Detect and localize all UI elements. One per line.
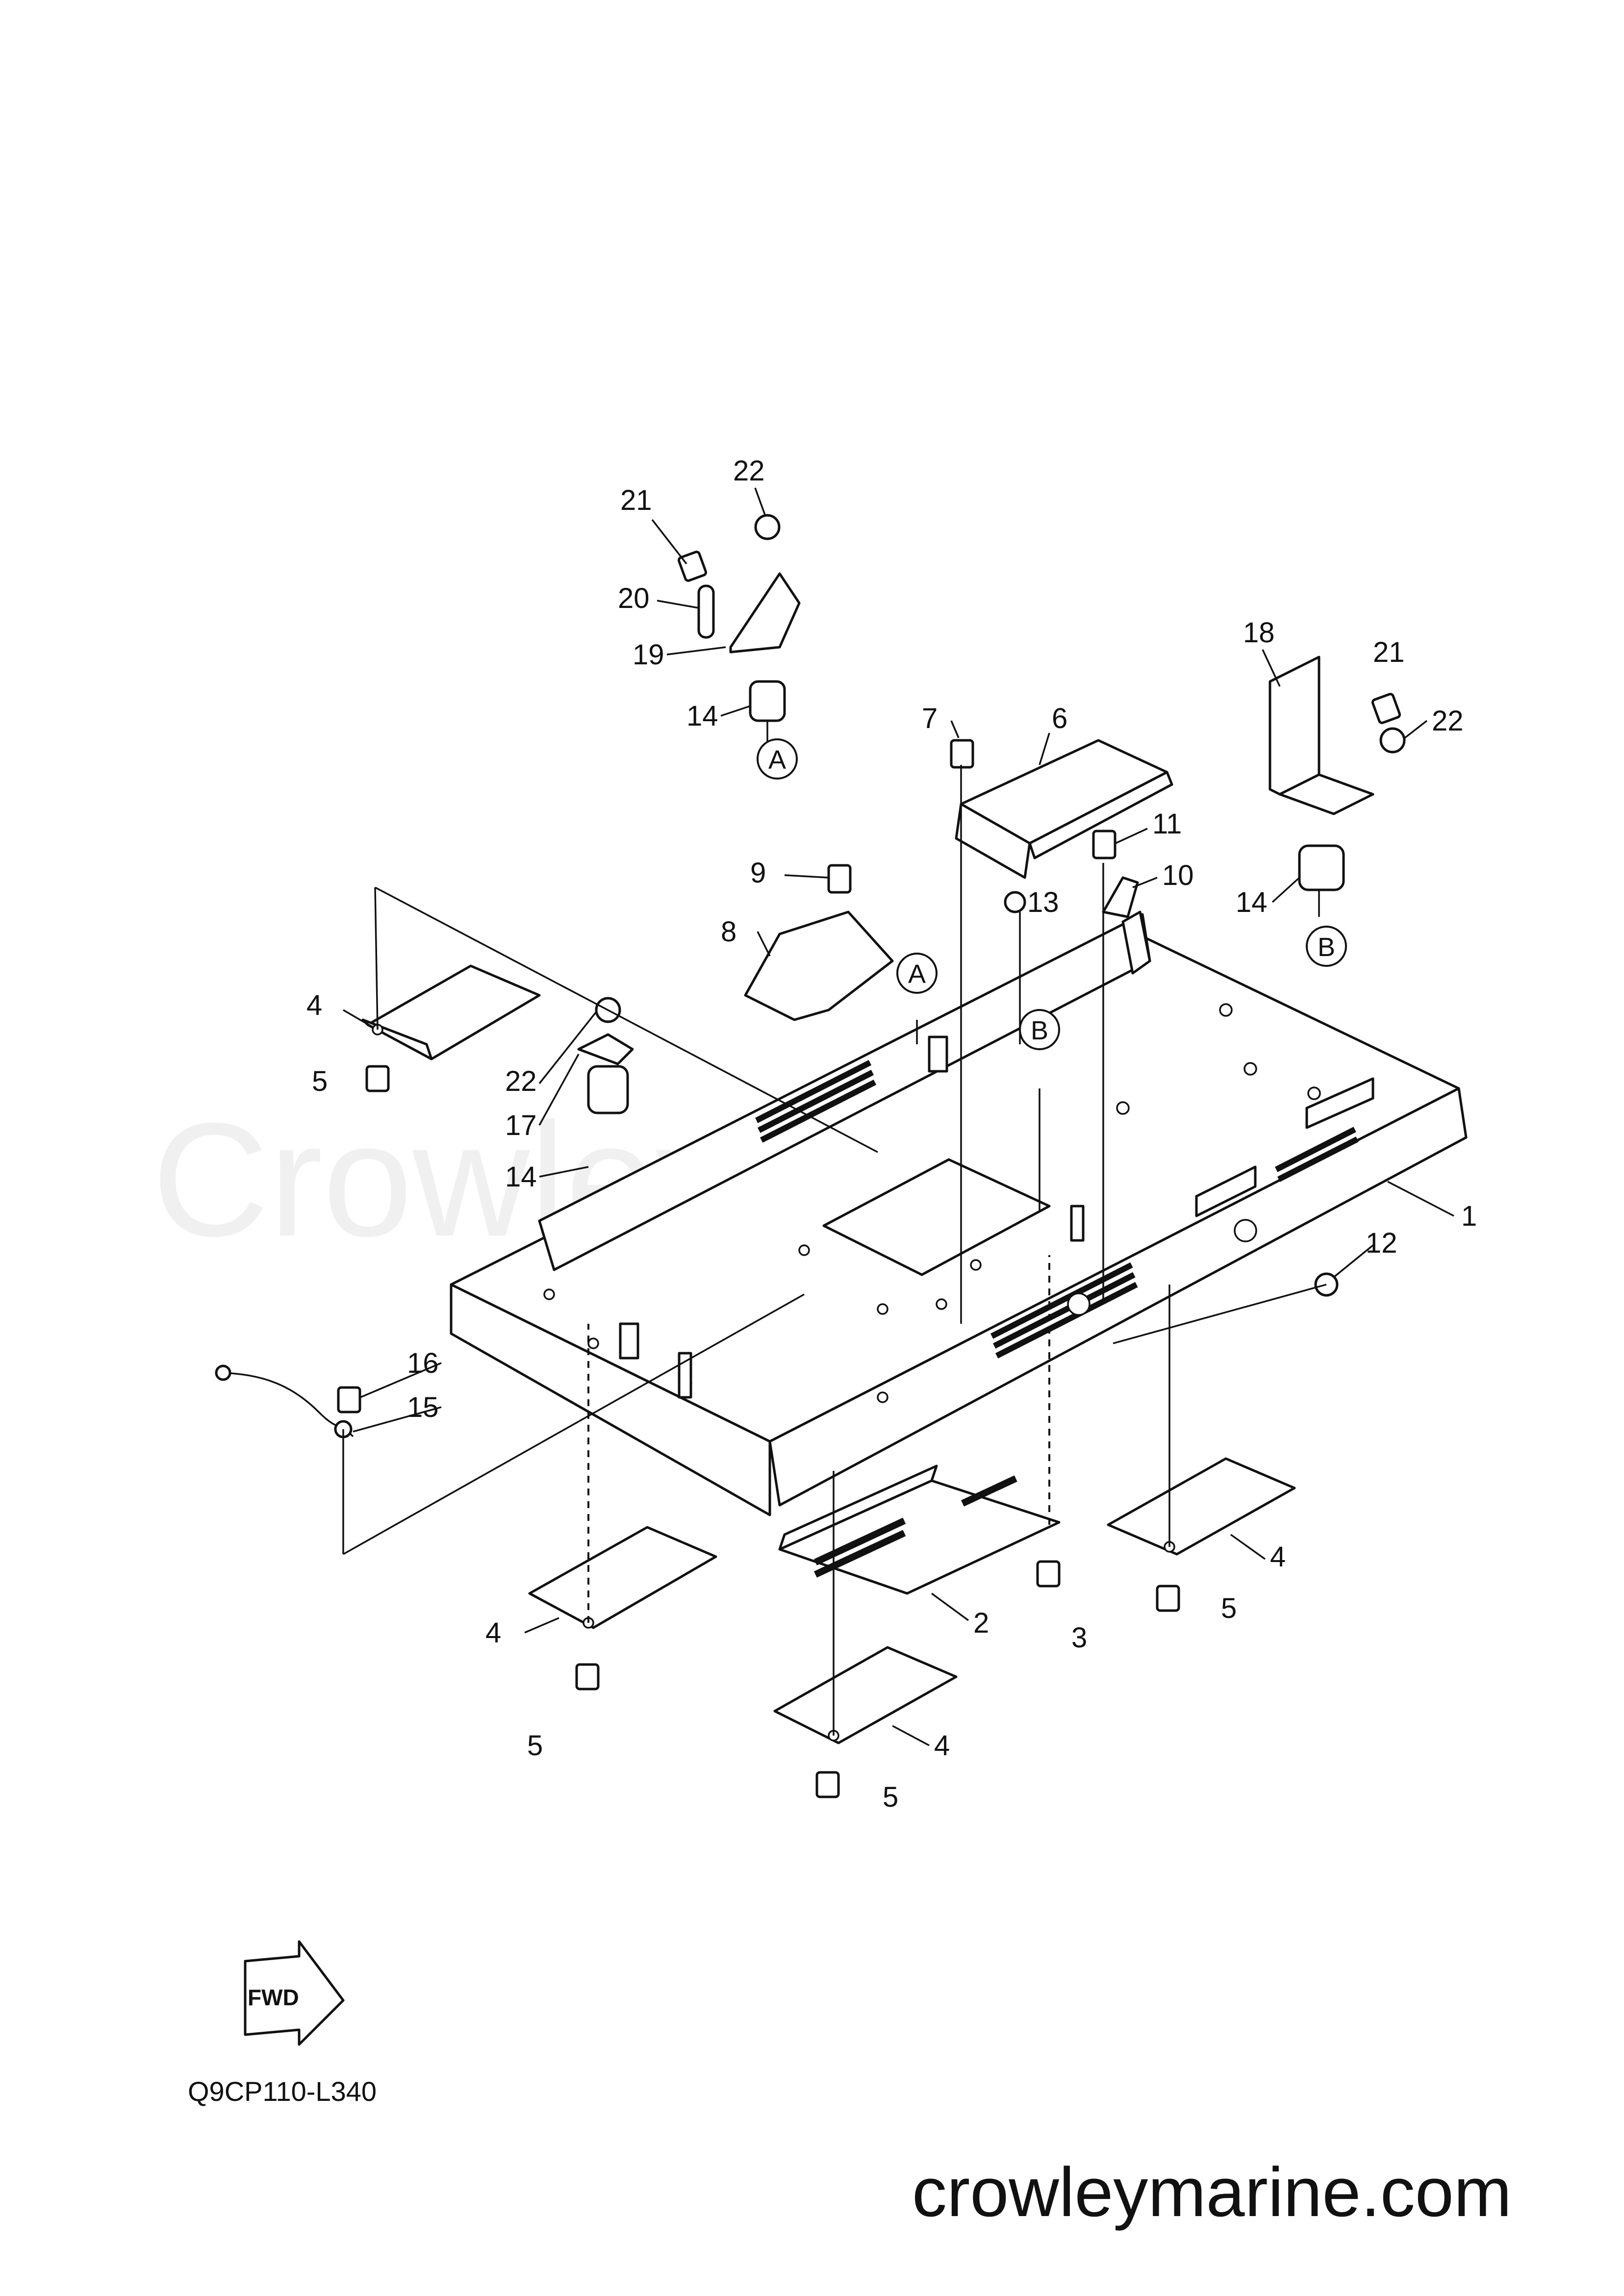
callout-4a: 4 — [306, 989, 322, 1021]
callout-21a: 21 — [620, 484, 652, 516]
part-6-cover — [955, 739, 1173, 879]
callout-17: 17 — [505, 1110, 537, 1141]
callout-20: 20 — [618, 582, 650, 614]
callout-14b: 14 — [1236, 886, 1268, 918]
vent-slots — [755, 1060, 1359, 1359]
ref-marker-a-top: A — [757, 738, 798, 780]
part-4-plate-c — [773, 1646, 958, 1744]
part-4-plate-d — [1107, 1457, 1296, 1556]
callout-22c: 22 — [505, 1065, 537, 1097]
part-4-plate-a — [361, 964, 541, 1060]
part-4-plate-b — [528, 1526, 717, 1629]
callout-6: 6 — [1052, 703, 1067, 734]
ground-wire — [215, 1364, 354, 1438]
ref-marker-b-frame: B — [1019, 1009, 1060, 1050]
part-8-plate — [744, 910, 894, 1021]
fwd-label: FWD — [248, 1985, 299, 2010]
callout-3: 3 — [1071, 1622, 1087, 1654]
svg-text:A: A — [768, 745, 786, 775]
callout-22a: 22 — [733, 455, 765, 487]
callout-5c: 5 — [883, 1781, 898, 1813]
callout-7: 7 — [922, 703, 938, 734]
callout-5b: 5 — [527, 1730, 543, 1762]
site-url: crowleymarine.com — [912, 2153, 1512, 2231]
ref-marker-a-frame: A — [896, 953, 938, 994]
ref-marker-b-top: B — [1306, 926, 1347, 967]
callout-14a: 14 — [686, 700, 718, 732]
mount-a-assembly — [697, 514, 801, 722]
svg-text:B: B — [1031, 1016, 1048, 1045]
callout-9: 9 — [750, 857, 766, 889]
callout-14c: 14 — [505, 1161, 537, 1193]
callout-21b: 21 — [1373, 636, 1405, 668]
mount-b-assembly — [1269, 656, 1406, 891]
svg-text:B: B — [1318, 933, 1335, 962]
callout-4c: 4 — [934, 1730, 950, 1762]
callout-13: 13 — [1027, 886, 1059, 918]
callout-8: 8 — [721, 916, 736, 948]
callout-leaders — [343, 487, 1454, 1746]
leader-lines — [342, 721, 1327, 1736]
callout-16: 16 — [407, 1347, 439, 1379]
part-2-plate — [778, 1464, 1061, 1595]
callout-22b: 22 — [1432, 705, 1464, 737]
callout-19: 19 — [633, 639, 664, 671]
base-frame — [450, 910, 1468, 1516]
callouts: 1 2 3 4 4 4 4 5 5 5 5 6 7 8 9 10 11 12 1… — [306, 455, 1477, 1813]
drawing-code: Q9CP110-L340 — [188, 2076, 377, 2107]
svg-text:A: A — [908, 959, 926, 989]
callout-2: 2 — [973, 1607, 989, 1639]
bolt-icons — [337, 551, 1401, 1798]
callout-4d: 4 — [1270, 1541, 1286, 1573]
callout-5a: 5 — [312, 1065, 328, 1097]
callout-1: 1 — [1461, 1200, 1477, 1232]
mount-c-assembly — [577, 997, 634, 1114]
callout-18: 18 — [1243, 617, 1275, 649]
callout-10: 10 — [1162, 859, 1194, 891]
callout-5d: 5 — [1221, 1592, 1237, 1624]
callout-12: 12 — [1366, 1227, 1397, 1259]
callout-11: 11 — [1152, 808, 1182, 840]
part-10-clip — [1102, 876, 1139, 918]
callout-4b: 4 — [485, 1617, 501, 1649]
fwd-arrow-icon: FWD — [244, 1940, 345, 2046]
callout-15: 15 — [407, 1391, 439, 1423]
